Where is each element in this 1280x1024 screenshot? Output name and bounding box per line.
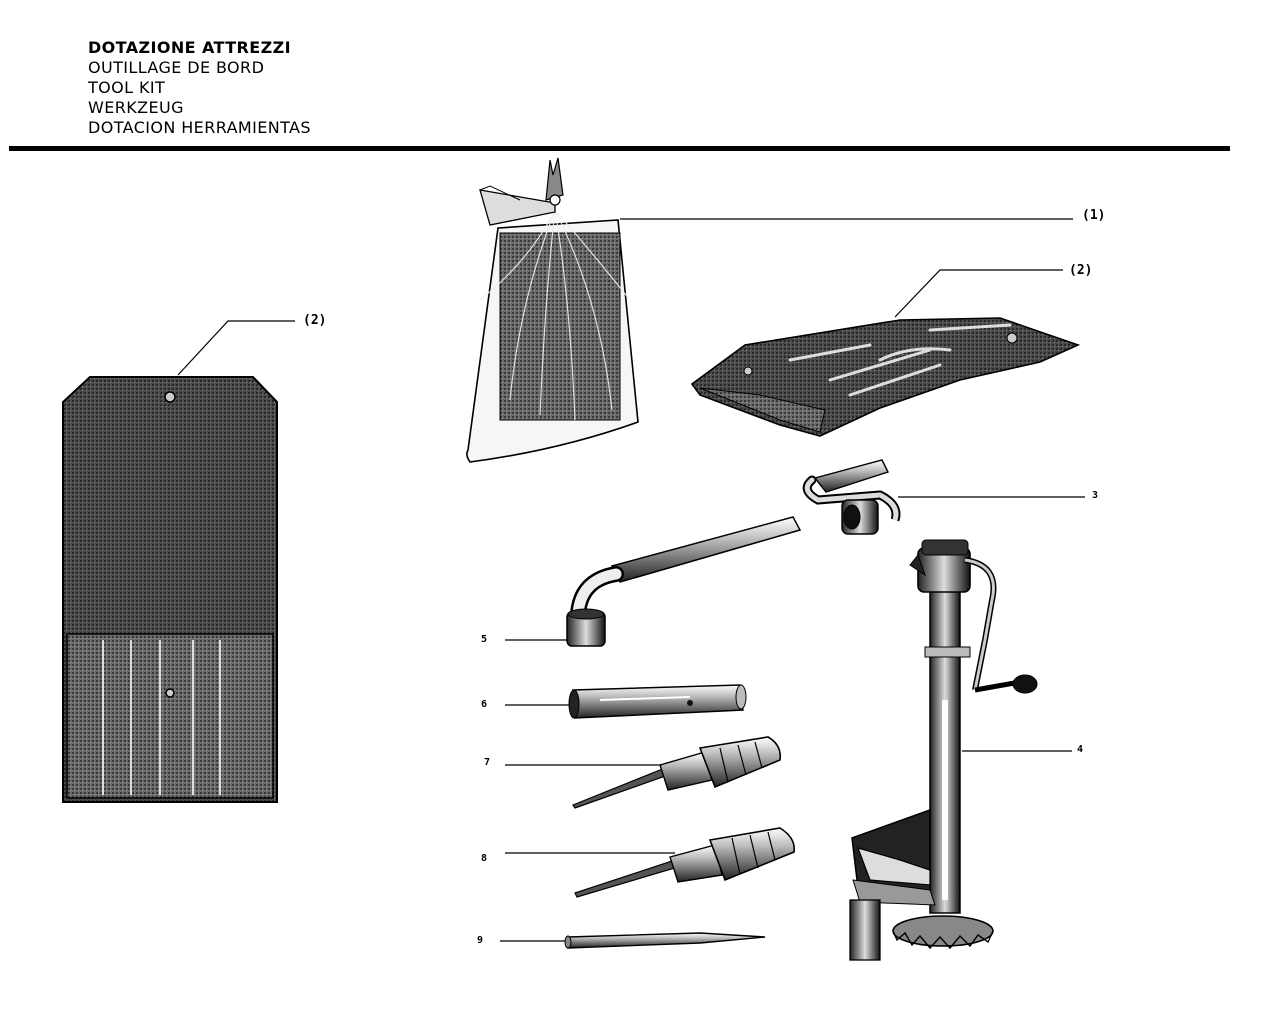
- callout-roll-open: (2): [1069, 263, 1093, 278]
- tube-spanner-icon: [568, 684, 747, 719]
- title-spanish: DOTACION HERRAMIENTAS: [88, 118, 311, 137]
- title-english: TOOL KIT: [88, 78, 166, 97]
- callout-screwdriver-a: 7: [484, 757, 491, 768]
- drift-punch-icon: [564, 932, 766, 949]
- callout-roll-closed: (2): [303, 313, 327, 328]
- title-french: OUTILLAGE DE BORD: [88, 58, 265, 77]
- callout-jack: 4: [1077, 744, 1084, 755]
- title-italian: DOTAZIONE ATTREZZI: [88, 38, 291, 57]
- tool-roll-open-icon: [690, 317, 1081, 437]
- callout-screwdriver-b: 8: [481, 853, 488, 864]
- title-german: WERKZEUG: [88, 98, 184, 117]
- callout-bag: (1): [1082, 208, 1106, 223]
- tool-roll-closed-icon: [62, 376, 278, 803]
- callout-drift: 9: [477, 935, 484, 946]
- wheel-wrench-icon: [566, 516, 802, 647]
- leader-line-roll-open: [894, 269, 1063, 318]
- screwdriver-icon: [574, 827, 796, 898]
- title-block: DOTAZIONE ATTREZZI OUTILLAGE DE BORD TOO…: [88, 38, 311, 138]
- clip-icon: [545, 157, 564, 201]
- car-jack-icon: [849, 539, 1038, 961]
- callout-wheel-wrench: 5: [481, 634, 488, 645]
- screwdriver-icon: [572, 736, 782, 809]
- leader-line-roll-closed: [177, 320, 295, 376]
- callout-crank-wrench: 3: [1092, 490, 1099, 501]
- crank-wrench-icon: [802, 459, 901, 535]
- grommet-icon: [164, 391, 176, 403]
- plastic-bag-icon: [466, 157, 639, 463]
- callout-tube-spanner: 6: [481, 699, 488, 710]
- header-rule: [9, 146, 1230, 151]
- grommet-icon: [165, 688, 175, 698]
